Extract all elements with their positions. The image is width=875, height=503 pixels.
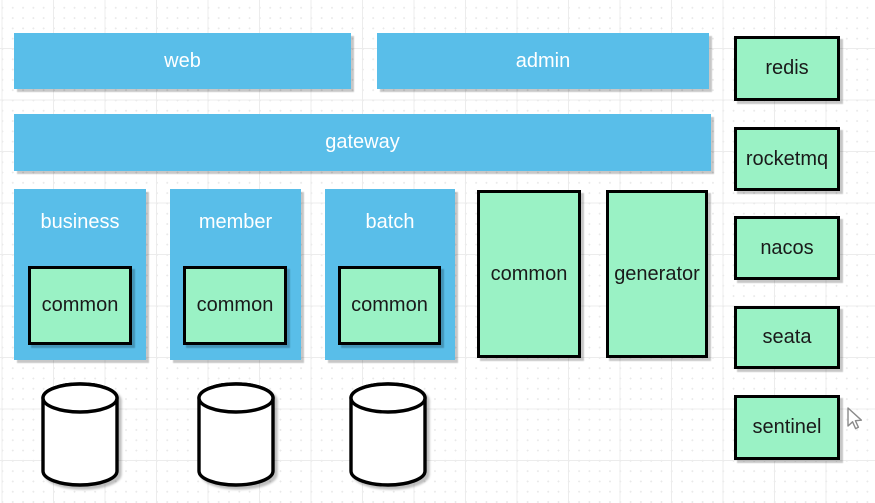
node-common[interactable]: common <box>477 190 581 358</box>
node-business-label: business <box>40 211 120 233</box>
node-nacos[interactable]: nacos <box>734 216 840 280</box>
node-gateway[interactable]: gateway <box>14 114 711 171</box>
node-gateway-label: gateway <box>325 131 400 153</box>
node-seata[interactable]: seata <box>734 306 840 369</box>
node-member-label: member <box>198 211 273 233</box>
node-generator-label: generator <box>614 262 700 285</box>
node-generator[interactable]: generator <box>606 190 708 358</box>
node-business-common-label: common <box>41 294 119 316</box>
node-web-label: web <box>164 49 201 72</box>
node-batch-label: batch <box>365 211 415 233</box>
node-seata-label: seata <box>762 326 812 348</box>
node-admin-label: admin <box>515 49 571 72</box>
node-business[interactable]: business common <box>14 189 146 360</box>
node-member-common[interactable]: common <box>183 266 287 345</box>
node-web[interactable]: web <box>14 33 351 89</box>
node-batch-common-label: common <box>351 294 428 316</box>
node-redis[interactable]: redis <box>734 36 840 101</box>
mouse-cursor-icon <box>847 407 863 431</box>
node-rocketmq-label: rocketmq <box>745 147 829 170</box>
database-icon[interactable] <box>196 381 276 489</box>
database-icon[interactable] <box>348 381 428 489</box>
node-business-common[interactable]: common <box>28 266 132 345</box>
node-batch-common[interactable]: common <box>338 266 441 345</box>
node-member[interactable]: member common <box>170 189 301 360</box>
node-batch[interactable]: batch common <box>325 189 455 360</box>
node-admin[interactable]: admin <box>377 33 709 89</box>
node-sentinel[interactable]: sentinel <box>734 395 840 460</box>
node-member-common-label: common <box>196 294 274 316</box>
node-common-label: common <box>490 262 568 285</box>
node-rocketmq[interactable]: rocketmq <box>734 127 840 191</box>
node-sentinel-label: sentinel <box>752 416 822 438</box>
node-redis-label: redis <box>765 57 809 79</box>
database-icon[interactable] <box>40 381 120 489</box>
node-nacos-label: nacos <box>760 236 814 259</box>
